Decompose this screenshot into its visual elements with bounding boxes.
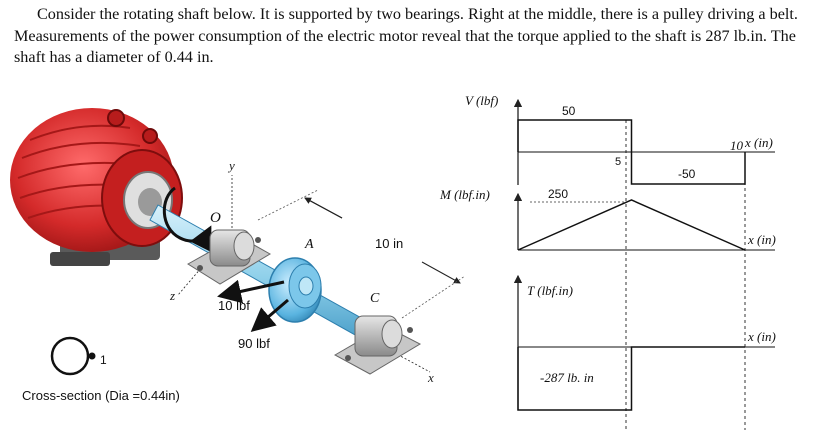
extension-line-a	[257, 189, 319, 221]
y-axis-label: y	[227, 158, 235, 173]
motor-eyebolt-2	[142, 128, 158, 144]
shear-ylabel: V (lbf)	[465, 93, 498, 108]
force-arrow-90lbf	[250, 298, 289, 332]
moment-xlabel: x (in)	[747, 232, 776, 247]
length-dimension-label: 10 in	[375, 236, 403, 251]
shear-peak-label: 50	[562, 104, 576, 118]
shear-mid-label: 5	[615, 156, 621, 168]
shear-curve	[517, 119, 746, 185]
shear-diagram: V (lbf) 10 x (in) 50 5 -50	[465, 93, 775, 185]
cross-section-caption: Cross-section (Dia =0.44in)	[22, 388, 180, 403]
cross-section-point-label: 1	[100, 353, 107, 367]
shear-x-end-label: 10	[730, 138, 744, 153]
moment-ylabel: M (lbf.in)	[439, 187, 490, 202]
moment-peak-label: 250	[548, 187, 568, 201]
bearing-right	[333, 315, 422, 375]
point-a-label: A	[304, 237, 314, 252]
torque-xlabel: x (in)	[747, 329, 776, 344]
rotation-arrow	[162, 186, 212, 253]
dimension-line-lower	[421, 261, 461, 284]
torque-curve	[517, 346, 745, 411]
force-90lbf-label: 90 lbf	[238, 336, 270, 351]
torque-ylabel: T (lbf.in)	[527, 283, 573, 298]
point-o-label: O	[210, 210, 221, 226]
shear-xlabel: x (in)	[744, 135, 773, 150]
force-arrow-10lbf	[217, 279, 285, 304]
bearing-left	[187, 229, 271, 285]
cross-section-point	[88, 352, 96, 360]
z-axis-label: z	[169, 288, 175, 303]
extension-line-c	[401, 275, 466, 319]
torque-value-label: -287 lb. in	[540, 370, 594, 385]
electric-motor	[10, 108, 183, 266]
motor-foot	[50, 252, 110, 266]
torque-diagram: T (lbf.in) x (in) -287 lb. in	[513, 274, 776, 411]
moment-diagram: M (lbf.in) x (in) 250	[439, 187, 776, 251]
point-c-label: C	[370, 291, 380, 306]
pulley	[268, 257, 322, 323]
force-10lbf-label: 10 lbf	[218, 298, 250, 313]
x-axis-label: x	[427, 370, 434, 385]
cross-section-circle	[50, 336, 90, 376]
shear-neg-label: -50	[678, 167, 696, 181]
problem-statement: Consider the rotating shaft below. It is…	[14, 5, 798, 66]
moment-curve	[517, 199, 746, 251]
motor-eyebolt	[107, 109, 125, 127]
